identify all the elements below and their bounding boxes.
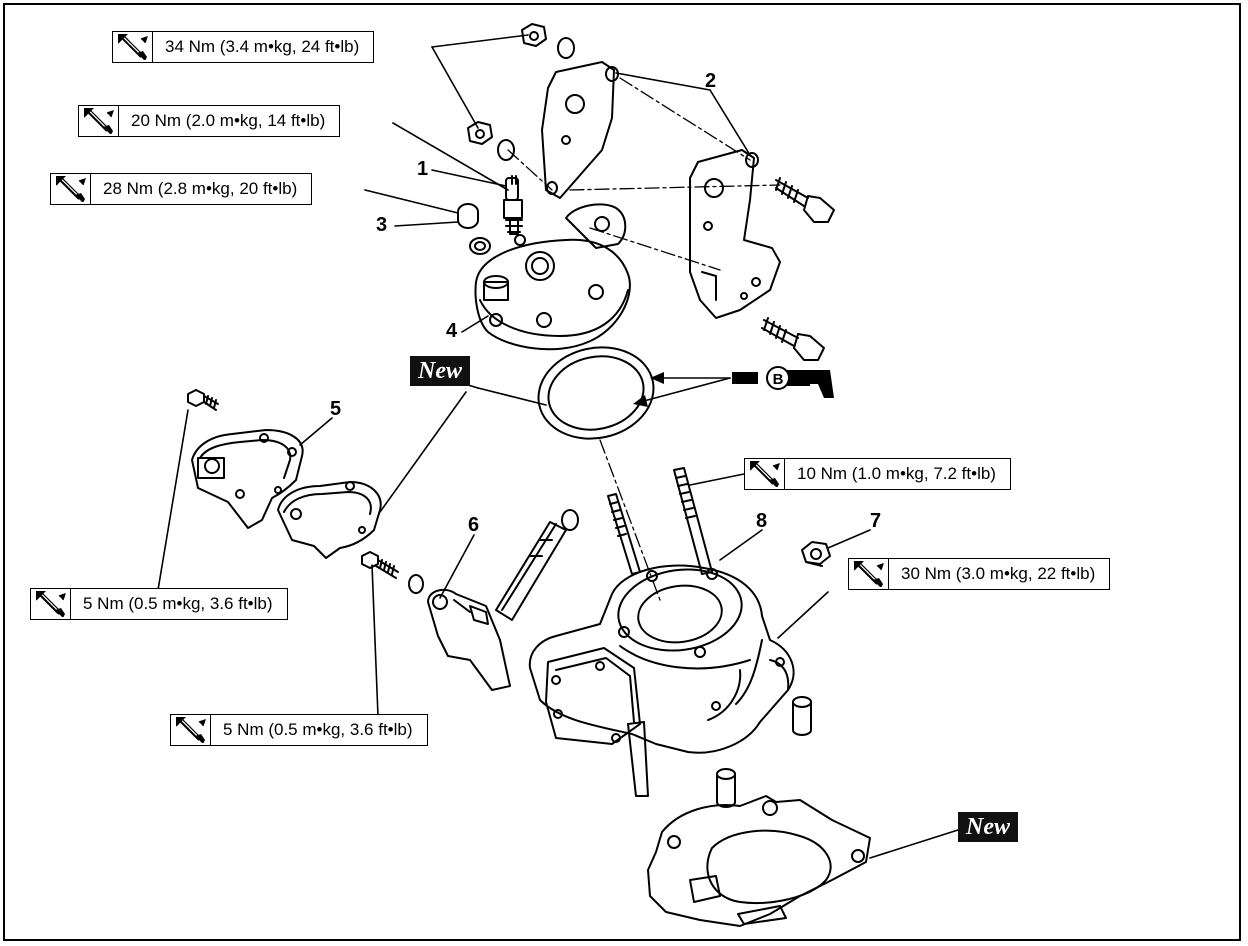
cylinder: [528, 564, 795, 797]
exhaust-valve-shaft: [495, 509, 579, 621]
valve-cover-bolt: [187, 389, 219, 411]
dowel-left: [716, 768, 736, 808]
valve-cover: [191, 429, 304, 529]
base-gasket: [647, 795, 871, 927]
part-number-6: 6: [468, 514, 480, 536]
grease-arrowheads: [633, 372, 664, 407]
torque-wrench-icon: [171, 715, 211, 745]
torque-value: 5 Nm (0.5 m•kg, 3.6 ft•lb): [223, 720, 413, 739]
torque-value: 20 Nm (2.0 m•kg, 14 ft•lb): [131, 111, 326, 130]
part-number-2: 2: [705, 70, 717, 92]
bracket-bolt-lower: [761, 317, 825, 361]
torque-label-20nm: 20 Nm (2.0 m•kg, 14 ft•lb): [78, 105, 341, 137]
part-number-5: 5: [330, 398, 342, 420]
head-o-ring: [537, 346, 655, 440]
dowel-right: [792, 696, 812, 736]
bracket-lower: [689, 149, 781, 319]
torque-value: 5 Nm (0.5 m•kg, 3.6 ft•lb): [83, 594, 273, 613]
linkage-washer: [408, 574, 424, 594]
torque-label-30nm: 30 Nm (3.0 m•kg, 22 ft•lb): [848, 558, 1111, 590]
part-number-1: 1: [417, 158, 429, 180]
temperature-sensor: [457, 203, 491, 255]
part-number-7: 7: [870, 510, 882, 532]
lower-washer: [497, 139, 515, 161]
valve-cover-gasket: [277, 481, 382, 559]
spark-plug: [503, 175, 523, 235]
torque-label-28nm: 28 Nm (2.8 m•kg, 20 ft•lb): [50, 173, 313, 205]
torque-label-5nm-left: 5 Nm (0.5 m•kg, 3.6 ft•lb): [30, 588, 288, 620]
torque-wrench-icon: [849, 559, 889, 589]
upper-nut: [521, 23, 547, 47]
leader-lines: [157, 34, 959, 859]
torque-wrench-icon: [745, 459, 785, 489]
torque-wrench-icon: [113, 32, 153, 62]
torque-label-34nm: 34 Nm (3.4 m•kg, 24 ft•lb): [112, 31, 375, 63]
torque-value: 28 Nm (2.8 m•kg, 20 ft•lb): [103, 179, 298, 198]
lower-nut: [467, 121, 493, 145]
torque-value: 30 Nm (3.0 m•kg, 22 ft•lb): [901, 564, 1096, 583]
torque-wrench-icon: [51, 174, 91, 204]
bracket-upper: [541, 61, 619, 199]
cylinder-head: [474, 203, 631, 351]
new-part-tag-base-gasket: New: [958, 812, 1018, 842]
part-number-4: 4: [446, 320, 458, 342]
torque-label-5nm-bottom: 5 Nm (0.5 m•kg, 3.6 ft•lb): [170, 714, 428, 746]
torque-label-10nm: 10 Nm (1.0 m•kg, 7.2 ft•lb): [744, 458, 1011, 490]
cylinder-nut: [801, 541, 831, 567]
part-number-3: 3: [376, 214, 388, 236]
bracket-bolt-upper: [775, 177, 835, 223]
torque-wrench-icon: [31, 589, 71, 619]
exhaust-valve-lever: [427, 588, 511, 691]
center-lines: [507, 77, 781, 601]
new-part-tag-o-ring: New: [410, 356, 470, 386]
torque-wrench-icon: [79, 106, 119, 136]
torque-value: 10 Nm (1.0 m•kg, 7.2 ft•lb): [797, 464, 996, 483]
grease-gun-icon: [732, 366, 834, 398]
linkage-bolt: [361, 551, 399, 579]
grease-symbol: B: [773, 371, 784, 388]
torque-value: 34 Nm (3.4 m•kg, 24 ft•lb): [165, 37, 360, 56]
upper-washer: [557, 37, 575, 59]
part-number-8: 8: [756, 510, 768, 532]
